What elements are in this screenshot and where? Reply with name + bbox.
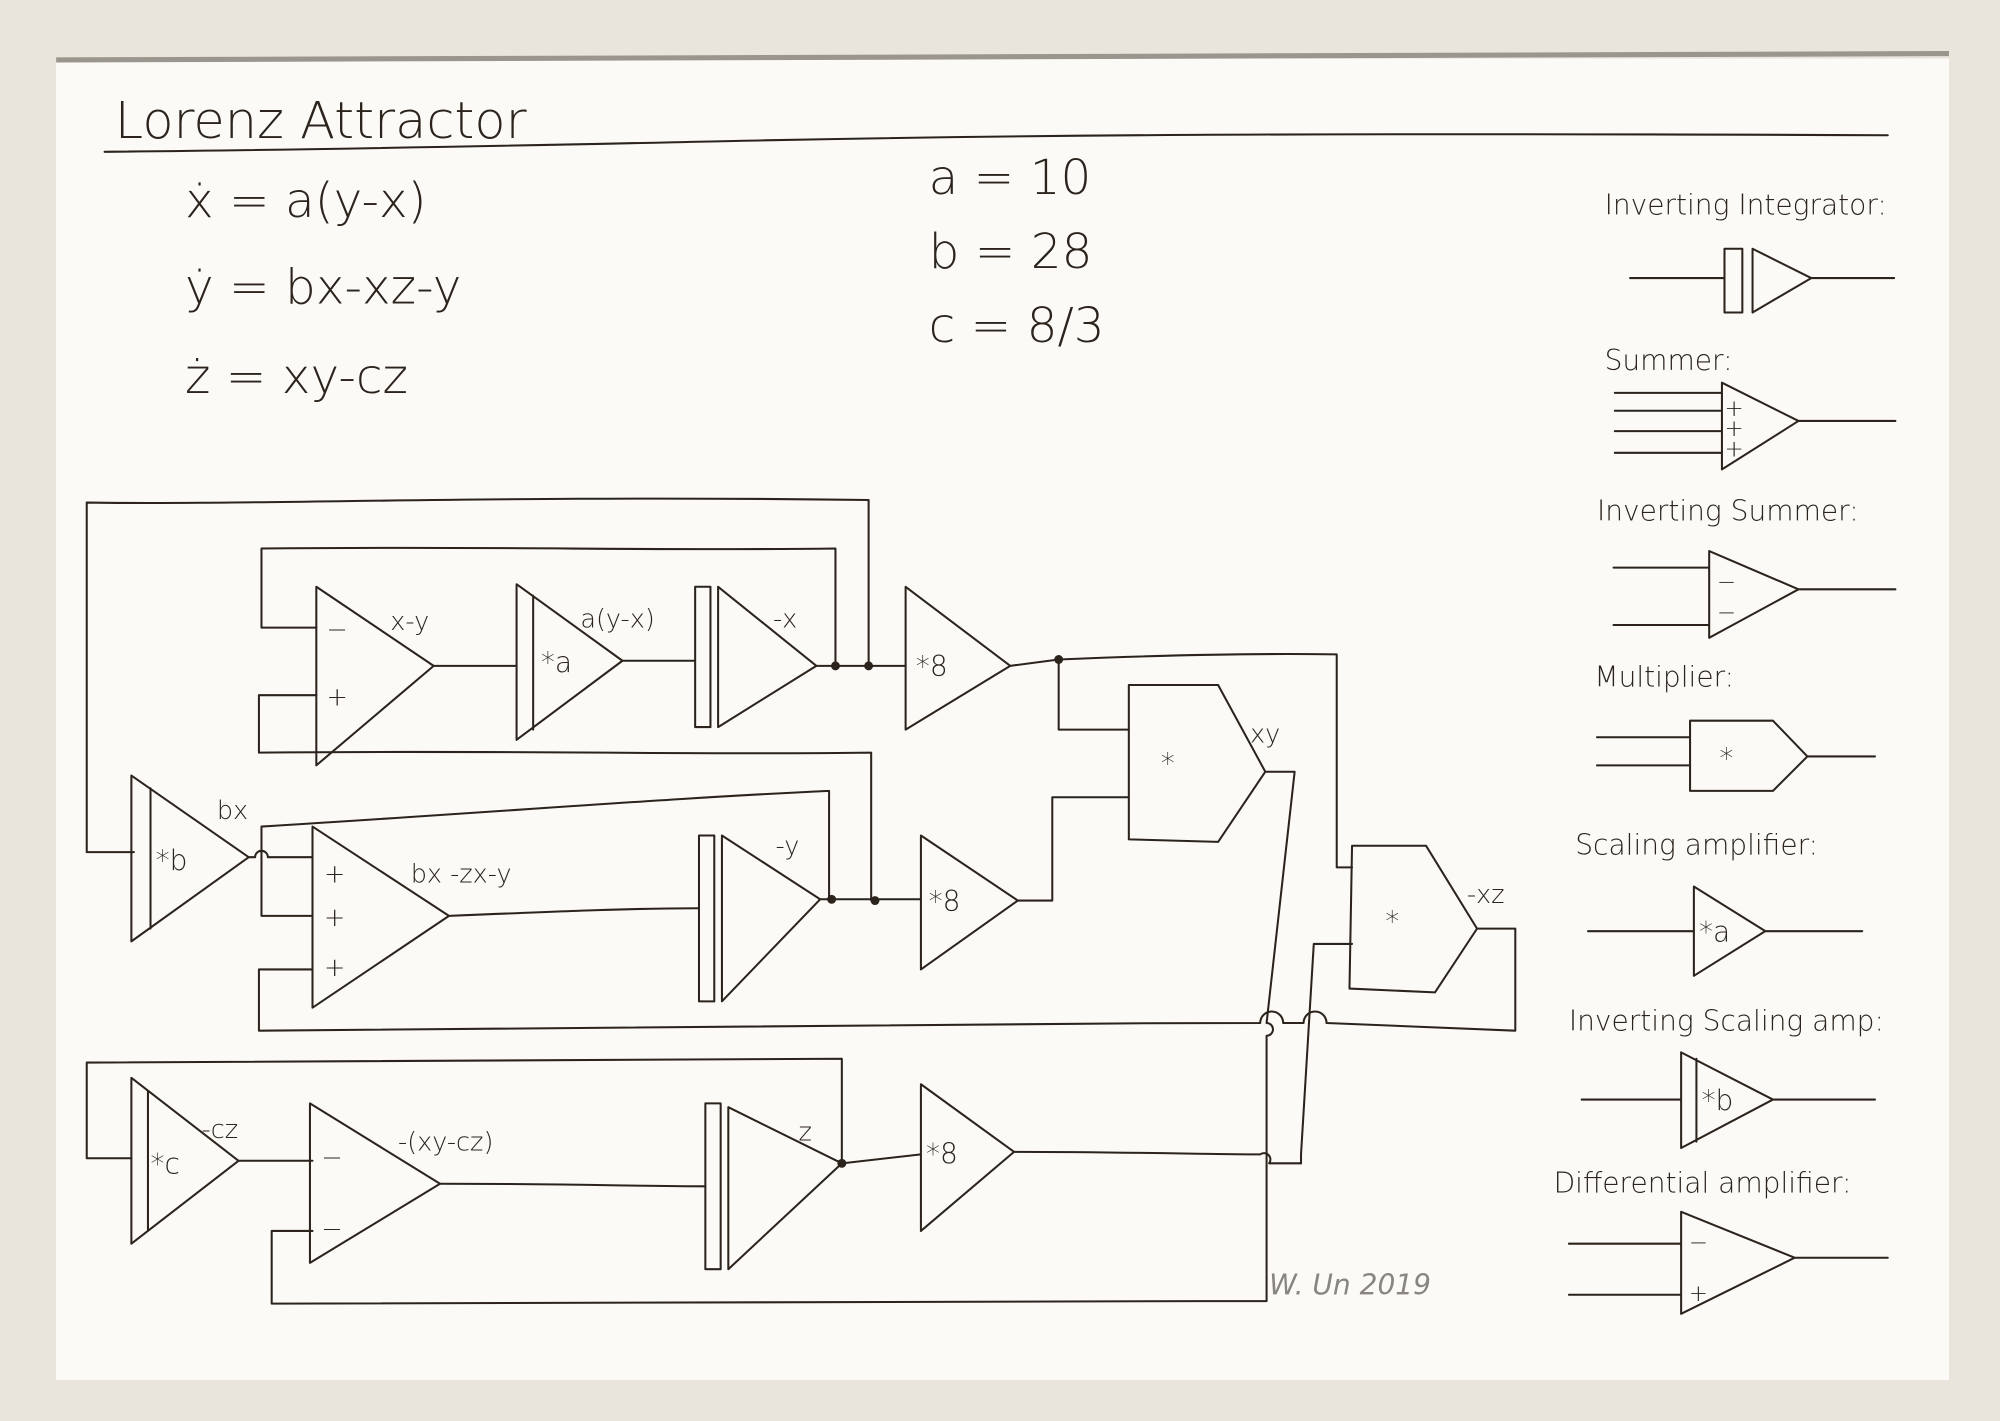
svg-text:-y: -y (776, 832, 800, 862)
legend-label-multiplier: Multiplier: (1594, 660, 1734, 693)
legend-label-inverting-integrator: Inverting Integrator: (1605, 188, 1887, 221)
parameter-b: b = 28 (929, 224, 1093, 280)
multiplier-symbol-icon: * (1595, 719, 1877, 792)
legend-label-inverting-scaling-amp: Inverting Scaling amp: (1569, 1005, 1884, 1038)
svg-text:bx -zx-y: bx -zx-y (411, 860, 512, 890)
svg-text:−: − (1689, 1230, 1708, 1256)
inverting-integrator-symbol-icon (1629, 247, 1896, 314)
inverting-scaling-amplifier-c-block: *c -cz (130, 1076, 240, 1245)
integrator-y-block: -y (697, 832, 822, 1003)
svg-text:*: * (1161, 747, 1175, 780)
svg-text:+: + (1724, 416, 1743, 442)
parameter-c: c = 8/3 (929, 298, 1105, 354)
svg-text:x-y: x-y (390, 607, 429, 637)
legend: Inverting Integrator: Summer: + + + Inve… (1554, 188, 1897, 1315)
svg-text:-xz: -xz (1467, 880, 1505, 910)
inverting-summer-symbol-icon: − − (1612, 550, 1897, 639)
scaling-amplifier-y8-block: *8 (919, 834, 1019, 971)
multiplier-xz-block: * -xz (1348, 844, 1505, 994)
svg-text:*b: *b (1702, 1084, 1734, 1117)
svg-text:bx: bx (217, 796, 248, 826)
inverting-scaling-amp-symbol-icon: *b (1580, 1051, 1877, 1150)
svg-text:+: + (324, 903, 345, 933)
svg-text:−: − (321, 1214, 342, 1244)
summer-symbol-icon: + + + (1613, 381, 1897, 471)
svg-text:*8: *8 (929, 885, 961, 918)
svg-text:xy: xy (1250, 719, 1280, 749)
svg-text:+: + (1724, 396, 1743, 422)
equations: ẋ = a(y-x) ẏ = bx-xz-y ż = xy-cz (185, 173, 461, 405)
scaling-amplifier-x8-block: *8 (904, 585, 1012, 731)
svg-text:*b: *b (156, 844, 188, 877)
junction-dot (830, 661, 840, 671)
differential-amplifier-symbol-icon: − + (1567, 1210, 1889, 1315)
legend-label-differential-amplifier: Differential amplifier: (1554, 1167, 1852, 1200)
svg-text:*: * (1719, 742, 1733, 775)
legend-label-inverting-summer: Inverting Summer: (1597, 494, 1859, 527)
scaling-amplifier-symbol-icon: *a (1586, 885, 1864, 977)
legend-label-summer: Summer: (1605, 344, 1733, 377)
svg-text:-x: -x (773, 605, 797, 635)
svg-text:*a: *a (1699, 915, 1730, 948)
svg-text:*8: *8 (916, 650, 948, 683)
summer-z-block: − − -(xy-cz) (308, 1102, 493, 1264)
artist-signature: W. Un 2019 (1269, 1269, 1431, 1302)
svg-text:*8: *8 (926, 1137, 958, 1170)
junction-dot (870, 896, 880, 906)
integrator-z-block: z (704, 1102, 843, 1271)
junction-dot (1054, 655, 1064, 664)
multiplier-xy-block: * xy (1127, 683, 1280, 843)
junction-dot (864, 661, 874, 671)
svg-text:+: + (324, 860, 345, 890)
svg-text:a(y-x): a(y-x) (580, 605, 654, 635)
parameter-a: a = 10 (929, 150, 1092, 206)
title-underline (103, 133, 1889, 153)
equation-y: ẏ = bx-xz-y (185, 260, 461, 316)
integrator-x-block: -x (694, 585, 818, 729)
svg-text:+: + (1689, 1281, 1708, 1307)
inverting-scaling-amplifier-b-block: *b bx (130, 774, 250, 943)
svg-text:+: + (324, 953, 345, 983)
svg-text:−: − (1717, 569, 1736, 595)
svg-text:z: z (798, 1117, 811, 1147)
junction-dot (827, 894, 837, 904)
equation-z: ż = xy-cz (185, 349, 408, 405)
equation-x: ẋ = a(y-x) (185, 173, 427, 229)
svg-text:−: − (1717, 600, 1736, 626)
svg-text:*: * (1385, 905, 1399, 938)
svg-text:*c: *c (151, 1148, 180, 1181)
svg-text:-cz: -cz (202, 1115, 239, 1145)
svg-text:−: − (321, 1143, 342, 1173)
legend-label-scaling-amplifier: Scaling amplifier: (1575, 829, 1818, 862)
svg-text:+: + (1724, 437, 1743, 463)
title: Lorenz Attractor (115, 92, 527, 151)
summer-y-block: + + + bx -zx-y (311, 825, 512, 1009)
paper-top-edge (56, 51, 1949, 63)
svg-text:-(xy-cz): -(xy-cz) (398, 1128, 493, 1158)
differential-amplifier-block: − + x-y (315, 585, 435, 767)
parameters: a = 10 b = 28 c = 8/3 (929, 150, 1105, 354)
svg-text:−: − (327, 615, 348, 645)
scaling-amplifier-a-block: *a a(y-x) (515, 583, 655, 741)
svg-text:+: + (327, 682, 348, 712)
scaling-amplifier-z8-block: *8 (919, 1083, 1016, 1232)
svg-text:*a: *a (541, 646, 572, 679)
